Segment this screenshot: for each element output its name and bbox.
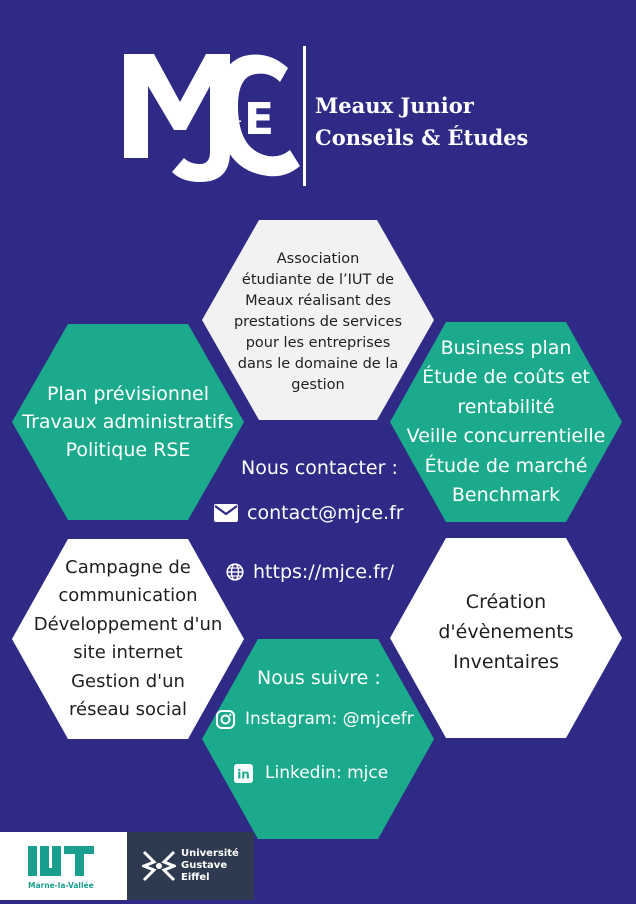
follow-instagram[interactable]: Instagram: @mjcefr — [216, 709, 414, 729]
follow-linkedin[interactable]: in Linkedin: mjce — [234, 763, 388, 783]
mjce-logo-mark: & E — [124, 46, 306, 186]
linkedin-handle[interactable]: Linkedin: mjce — [265, 763, 389, 783]
brand-name: Meaux Junior Conseils & Études — [315, 90, 528, 154]
services-finance-text: Plan prévisionnel Travaux administratifs… — [22, 383, 234, 461]
hexagon-about — [202, 220, 434, 420]
instagram-icon — [216, 709, 235, 729]
instagram-handle[interactable]: Instagram: @mjcefr — [245, 709, 414, 729]
contact-email[interactable]: contact@mjce.fr — [214, 502, 404, 524]
hexagon-services-events — [390, 538, 622, 738]
svg-text:in: in — [237, 767, 250, 781]
iut-logo-mark — [28, 846, 94, 876]
universite-gustave-eiffel-logo: Université Gustave Eiffel — [127, 832, 254, 900]
ug-logo-mark — [142, 850, 176, 882]
hexagon-services-strategy — [390, 322, 622, 522]
contact-website[interactable]: https://mjce.fr/ — [226, 561, 394, 583]
services-communication-text: Campagne de communication Développement … — [33, 556, 223, 721]
linkedin-icon: in — [234, 763, 253, 783]
brand-line-2: Conseils & Études — [315, 125, 529, 150]
iut-subtitle: Marne-la-Vallée — [28, 881, 94, 890]
ug-text: Université Gustave Eiffel — [181, 848, 239, 883]
email-link[interactable]: contact@mjce.fr — [247, 502, 404, 524]
hexagon-follow — [202, 639, 434, 839]
brand-line-1: Meaux Junior — [315, 93, 474, 118]
hexagon-services-finance — [12, 324, 244, 520]
follow-heading: Nous suivre : — [257, 667, 381, 689]
svg-text:E: E — [244, 94, 274, 145]
brand-logo: & E — [118, 42, 510, 192]
services-strategy-text: Business plan Étude de coûts et rentabil… — [406, 336, 606, 507]
hexagon-services-communication — [12, 539, 244, 739]
about-text: Association étudiante de l’IUT de Meaux … — [233, 250, 403, 393]
contact-heading: Nous contacter : — [241, 457, 398, 479]
svg-text:&: & — [218, 109, 242, 139]
envelope-icon — [214, 504, 238, 522]
iut-logo: Marne-la-Vallée — [0, 832, 127, 900]
globe-icon — [226, 563, 244, 581]
services-events-text: Création d'évènements Inventaires — [438, 591, 574, 673]
website-link[interactable]: https://mjce.fr/ — [253, 561, 394, 583]
